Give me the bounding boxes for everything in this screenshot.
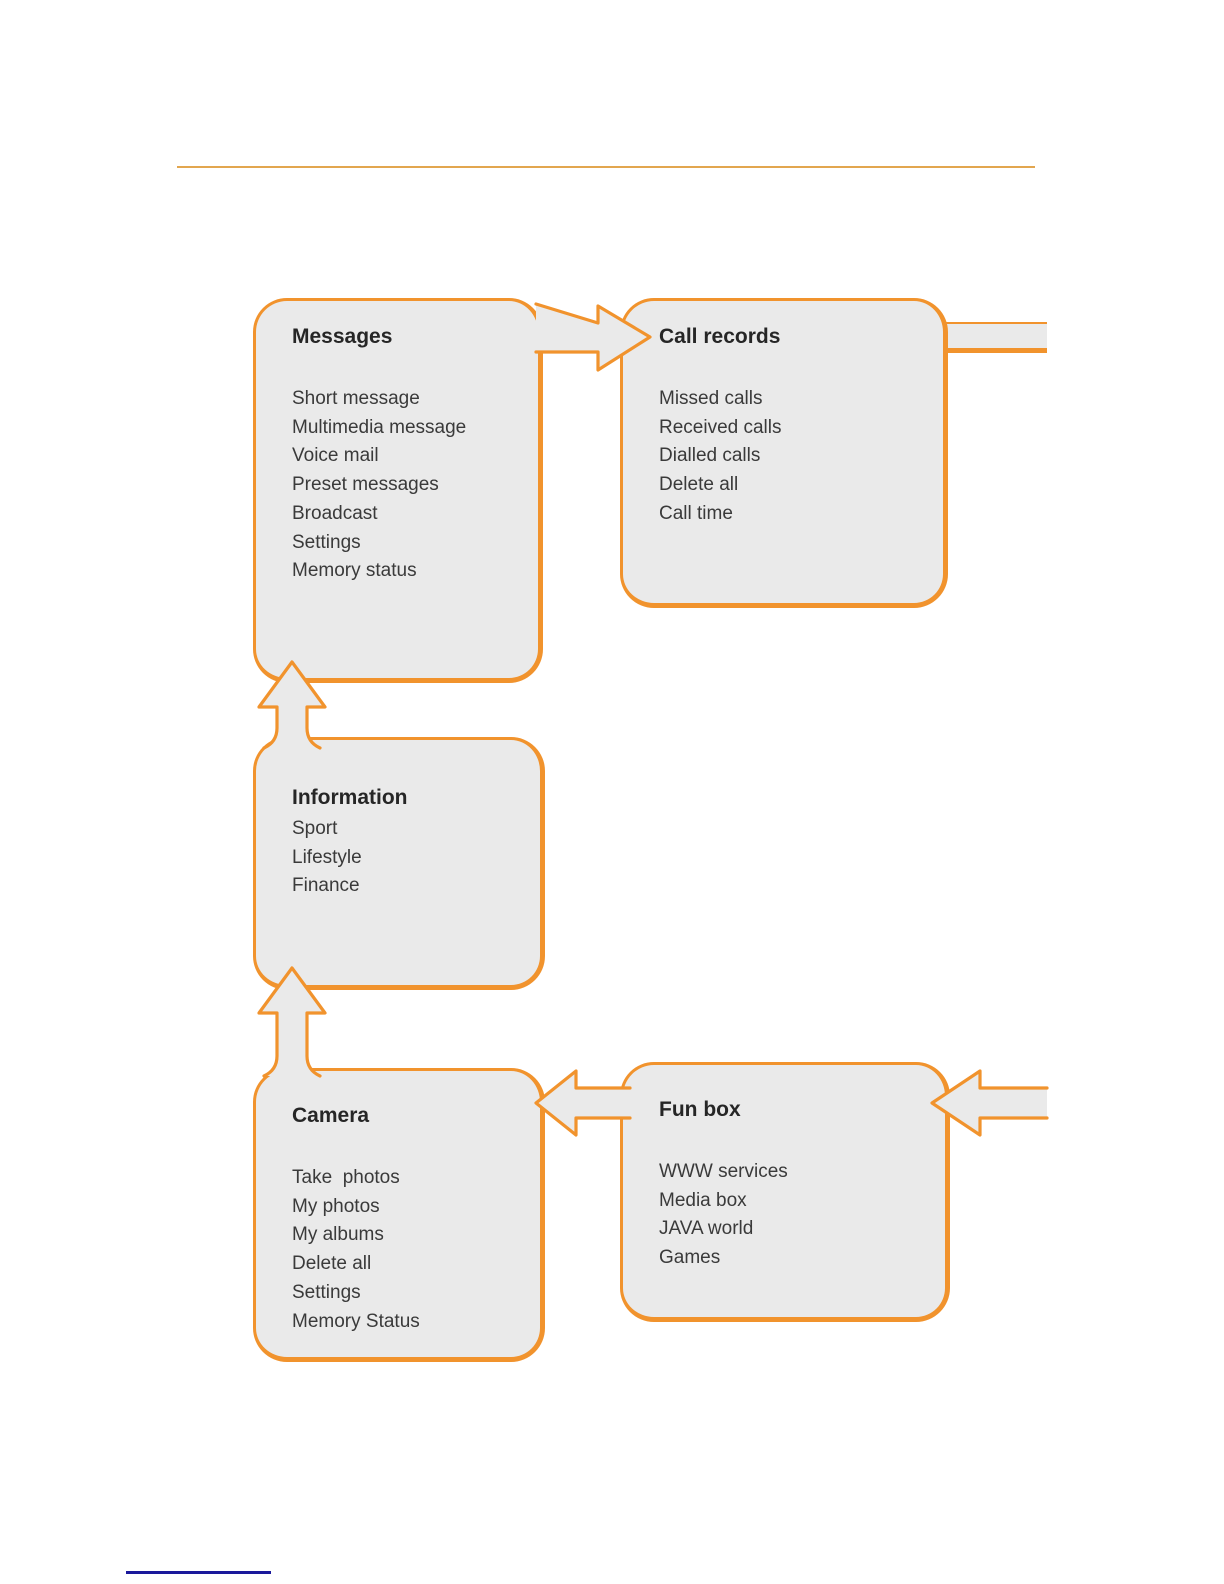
menu-item: Settings bbox=[292, 1281, 361, 1303]
menu-item: Delete all bbox=[292, 1253, 372, 1275]
page-top-rule bbox=[177, 166, 1035, 168]
menu-item-list: Take photos My photos My albums Delete a… bbox=[256, 1164, 540, 1336]
menu-item: Voice mail bbox=[292, 445, 379, 467]
menu-item-list: Short message Multimedia message Voice m… bbox=[256, 385, 538, 586]
menu-box-title: Information bbox=[292, 786, 408, 809]
menu-item-list: Sport Lifestyle Finance bbox=[256, 815, 540, 901]
menu-item-list: Missed calls Received calls Dialled call… bbox=[623, 385, 943, 529]
menu-item: Games bbox=[659, 1247, 721, 1269]
menu-box-fun-box: Fun box WWW services Media box JAVA worl… bbox=[620, 1062, 950, 1322]
menu-item: Memory status bbox=[292, 560, 417, 582]
menu-item: Dialled calls bbox=[659, 445, 761, 467]
menu-box-call-records: Call records Missed calls Received calls… bbox=[620, 298, 948, 608]
arrow-camera-to-information-icon bbox=[257, 966, 327, 1078]
menu-box-camera: Camera Take photos My photos My albums D… bbox=[253, 1068, 545, 1362]
menu-item-list: WWW services Media box JAVA world Games bbox=[623, 1158, 945, 1273]
menu-item: My albums bbox=[292, 1224, 384, 1246]
call-records-continuation-band bbox=[944, 322, 1047, 353]
menu-item: Short message bbox=[292, 388, 420, 409]
menu-item: Broadcast bbox=[292, 502, 378, 524]
menu-item: Multimedia message bbox=[292, 416, 467, 438]
arrow-information-to-messages-icon bbox=[257, 660, 327, 750]
menu-item: Delete all bbox=[659, 474, 739, 496]
menu-item: My photos bbox=[292, 1195, 380, 1217]
menu-box-title: Messages bbox=[292, 325, 393, 348]
arrow-offpage-to-fun-box-icon bbox=[930, 1069, 1049, 1137]
menu-box-title: Call records bbox=[659, 325, 781, 348]
menu-box-title: Camera bbox=[292, 1104, 370, 1127]
menu-item: Settings bbox=[292, 531, 361, 553]
menu-item: Received calls bbox=[659, 416, 782, 438]
menu-item: Lifestyle bbox=[292, 846, 362, 868]
menu-item: Preset messages bbox=[292, 474, 439, 496]
menu-item: WWW services bbox=[659, 1161, 788, 1182]
menu-item: Memory Status bbox=[292, 1310, 420, 1332]
arrow-messages-to-call-records-icon bbox=[534, 302, 652, 372]
menu-box-messages: Messages Short message Multimedia messag… bbox=[253, 298, 543, 683]
menu-item: Missed calls bbox=[659, 388, 763, 409]
menu-item: Media box bbox=[659, 1189, 747, 1211]
menu-item: JAVA world bbox=[659, 1218, 754, 1240]
footer-link-underline[interactable] bbox=[126, 1571, 271, 1574]
menu-item: Sport bbox=[292, 818, 338, 839]
menu-box-information: Information Sport Lifestyle Finance bbox=[253, 737, 545, 990]
menu-item: Finance bbox=[292, 875, 360, 897]
menu-item: Call time bbox=[659, 502, 733, 524]
menu-box-title: Fun box bbox=[659, 1098, 741, 1121]
arrow-fun-box-to-camera-icon bbox=[534, 1069, 632, 1137]
menu-item: Take photos bbox=[292, 1167, 400, 1188]
